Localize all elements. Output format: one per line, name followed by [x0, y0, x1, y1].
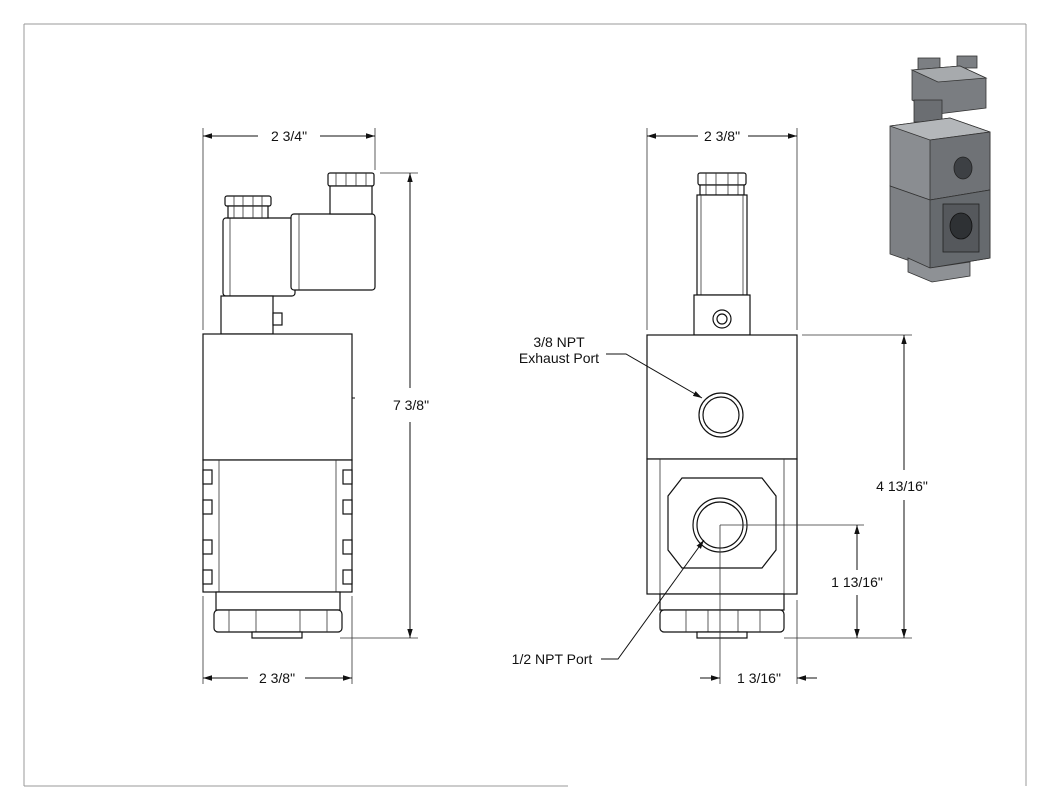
- dim-overall-width-side: 2 3/4": [271, 128, 307, 144]
- callouts: 3/8 NPT Exhaust Port 1/2 NPT Port: [512, 334, 705, 667]
- isometric-product-render: [889, 55, 991, 283]
- side-view-dimensions: 2 3/4" 7 3/8" 2 3/8": [202, 128, 429, 686]
- exhaust-port-label-line2: Exhaust Port: [519, 350, 599, 366]
- dim-overall-height: 7 3/8": [393, 397, 429, 413]
- front-view: [646, 172, 798, 639]
- dim-body-width-side: 2 3/8": [259, 670, 295, 686]
- exhaust-port-label-line1: 3/8 NPT: [533, 334, 585, 350]
- dim-body-height: 4 13/16": [876, 478, 928, 494]
- dim-port-offset: 1 3/16": [737, 670, 781, 686]
- side-view: [202, 172, 376, 639]
- dim-overall-width-front: 2 3/8": [704, 128, 740, 144]
- drawing-frame: [23, 23, 1027, 787]
- front-view-dimensions: 2 3/8" 4 13/16" 1 13/16" 1 3/16": [646, 128, 928, 686]
- inlet-port-label: 1/2 NPT Port: [512, 651, 593, 667]
- dim-port-height: 1 13/16": [831, 574, 883, 590]
